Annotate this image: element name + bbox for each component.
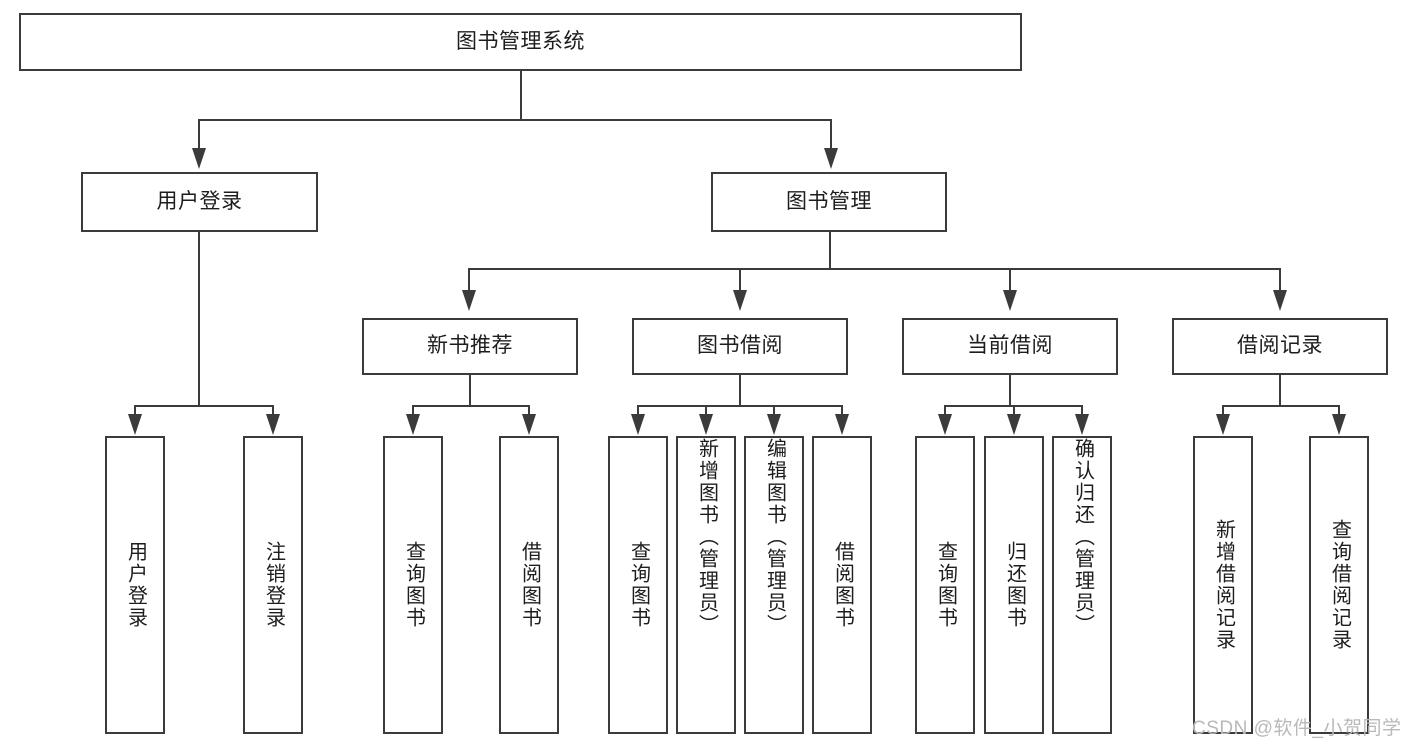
connector-user-login-drop-2 [272,405,274,417]
connector-bm-drop-2 [739,268,741,292]
arrowhead-leaf-user-login [128,414,142,435]
connector-cb-drop-1 [944,405,946,417]
leaf-nbr-query-book-label: 查询图书 [402,541,425,629]
leaf-nbr-borrow-book-label: 借阅图书 [518,541,541,629]
node-book-borrow[interactable]: 图书借阅 [632,318,848,375]
connector-br-bus [1222,405,1340,407]
arrowhead-cb-query-book [938,414,952,435]
leaf-user-login-label: 用户登录 [124,541,147,629]
connector-root-bus [198,119,832,121]
leaf-br-add-record-label: 新增借阅记录 [1212,519,1235,651]
connector-cb-stem [1009,375,1011,406]
connector-bb-drop-3 [773,405,775,417]
connector-root-to-book-mgmt [830,119,832,151]
leaf-nbr-query-book[interactable]: 查询图书 [383,436,443,734]
node-book-management[interactable]: 图书管理 [711,172,947,232]
node-book-management-label: 图书管理 [786,189,872,213]
leaf-br-add-record[interactable]: 新增借阅记录 [1193,436,1253,734]
connector-book-mgmt-stem [829,232,831,269]
leaf-bb-borrow-book[interactable]: 借阅图书 [812,436,872,734]
connector-bm-drop-4 [1279,268,1281,292]
connector-bm-drop-1 [468,268,470,292]
node-user-login-label: 用户登录 [156,189,243,213]
node-root-system-label: 图书管理系统 [456,29,585,53]
csdn-watermark: CSDN @软件_小贺同学 [1192,718,1402,739]
node-current-borrow[interactable]: 当前借阅 [902,318,1118,375]
arrowhead-br-query-record [1332,414,1346,435]
node-user-login[interactable]: 用户登录 [81,172,318,232]
leaf-br-query-record-label: 查询借阅记录 [1328,519,1351,651]
connector-bb-drop-1 [637,405,639,417]
arrowhead-nbr-borrow-book [522,414,536,435]
arrowhead-bb-edit-book [767,414,781,435]
connector-nbr-stem [469,375,471,406]
leaf-br-query-record[interactable]: 查询借阅记录 [1309,436,1369,734]
leaf-logout-label: 注销登录 [262,541,285,629]
arrowhead-cb-confirm-return [1075,414,1089,435]
connector-nbr-drop-1 [412,405,414,417]
connector-bb-drop-2 [705,405,707,417]
arrowhead-book-borrow [733,290,747,311]
arrowhead-user-login [192,148,206,169]
arrowhead-bb-borrow-book [835,414,849,435]
connector-user-login-stem [198,232,200,406]
leaf-cb-confirm-return-label: 确认归还（管理员） [1071,438,1094,636]
node-borrow-record-label: 借阅记录 [1237,334,1323,358]
node-new-book-recommend-label: 新书推荐 [427,334,513,358]
leaf-bb-edit-book[interactable]: 编辑图书（管理员） [744,436,804,734]
connector-cb-drop-2 [1013,405,1015,417]
arrowhead-cb-return-book [1007,414,1021,435]
leaf-bb-add-book-label: 新增图书（管理员） [695,438,718,636]
leaf-bb-query-book-label: 查询图书 [627,541,650,629]
connector-bb-stem [739,375,741,406]
connector-bb-bus [637,405,843,407]
leaf-cb-return-book[interactable]: 归还图书 [984,436,1044,734]
arrowhead-leaf-logout [266,414,280,435]
connector-cb-drop-3 [1081,405,1083,417]
node-new-book-recommend[interactable]: 新书推荐 [362,318,578,375]
leaf-cb-return-book-label: 归还图书 [1003,541,1026,629]
connector-root-to-user-login [198,119,200,151]
connector-nbr-bus [412,405,530,407]
connector-br-stem [1279,375,1281,406]
node-borrow-record[interactable]: 借阅记录 [1172,318,1388,375]
arrowhead-bb-query-book [631,414,645,435]
arrowhead-nbr-query-book [406,414,420,435]
connector-user-login-drop-1 [134,405,136,417]
connector-root-stem [520,71,522,120]
arrowhead-borrow-record [1273,290,1287,311]
node-book-borrow-label: 图书借阅 [697,334,783,358]
connector-br-drop-1 [1222,405,1224,417]
leaf-bb-edit-book-label: 编辑图书（管理员） [763,438,786,636]
connector-bm-drop-3 [1009,268,1011,292]
leaf-cb-confirm-return[interactable]: 确认归还（管理员） [1052,436,1112,734]
arrowhead-bb-add-book [699,414,713,435]
node-root-system[interactable]: 图书管理系统 [19,13,1022,71]
leaf-logout[interactable]: 注销登录 [243,436,303,734]
connector-nbr-drop-2 [528,405,530,417]
leaf-cb-query-book-label: 查询图书 [934,541,957,629]
leaf-cb-query-book[interactable]: 查询图书 [915,436,975,734]
leaf-bb-add-book[interactable]: 新增图书（管理员） [676,436,736,734]
arrowhead-current-borrow [1003,290,1017,311]
connector-book-mgmt-bus [468,268,1280,270]
leaf-nbr-borrow-book[interactable]: 借阅图书 [499,436,559,734]
connector-bb-drop-4 [841,405,843,417]
leaf-bb-borrow-book-label: 借阅图书 [831,541,854,629]
connector-br-drop-2 [1338,405,1340,417]
arrowhead-new-book-recommend [462,290,476,311]
arrowhead-book-mgmt [824,148,838,169]
connector-user-login-bus [134,405,272,407]
node-current-borrow-label: 当前借阅 [967,334,1053,358]
leaf-user-login[interactable]: 用户登录 [105,436,165,734]
arrowhead-br-add-record [1216,414,1230,435]
leaf-bb-query-book[interactable]: 查询图书 [608,436,668,734]
